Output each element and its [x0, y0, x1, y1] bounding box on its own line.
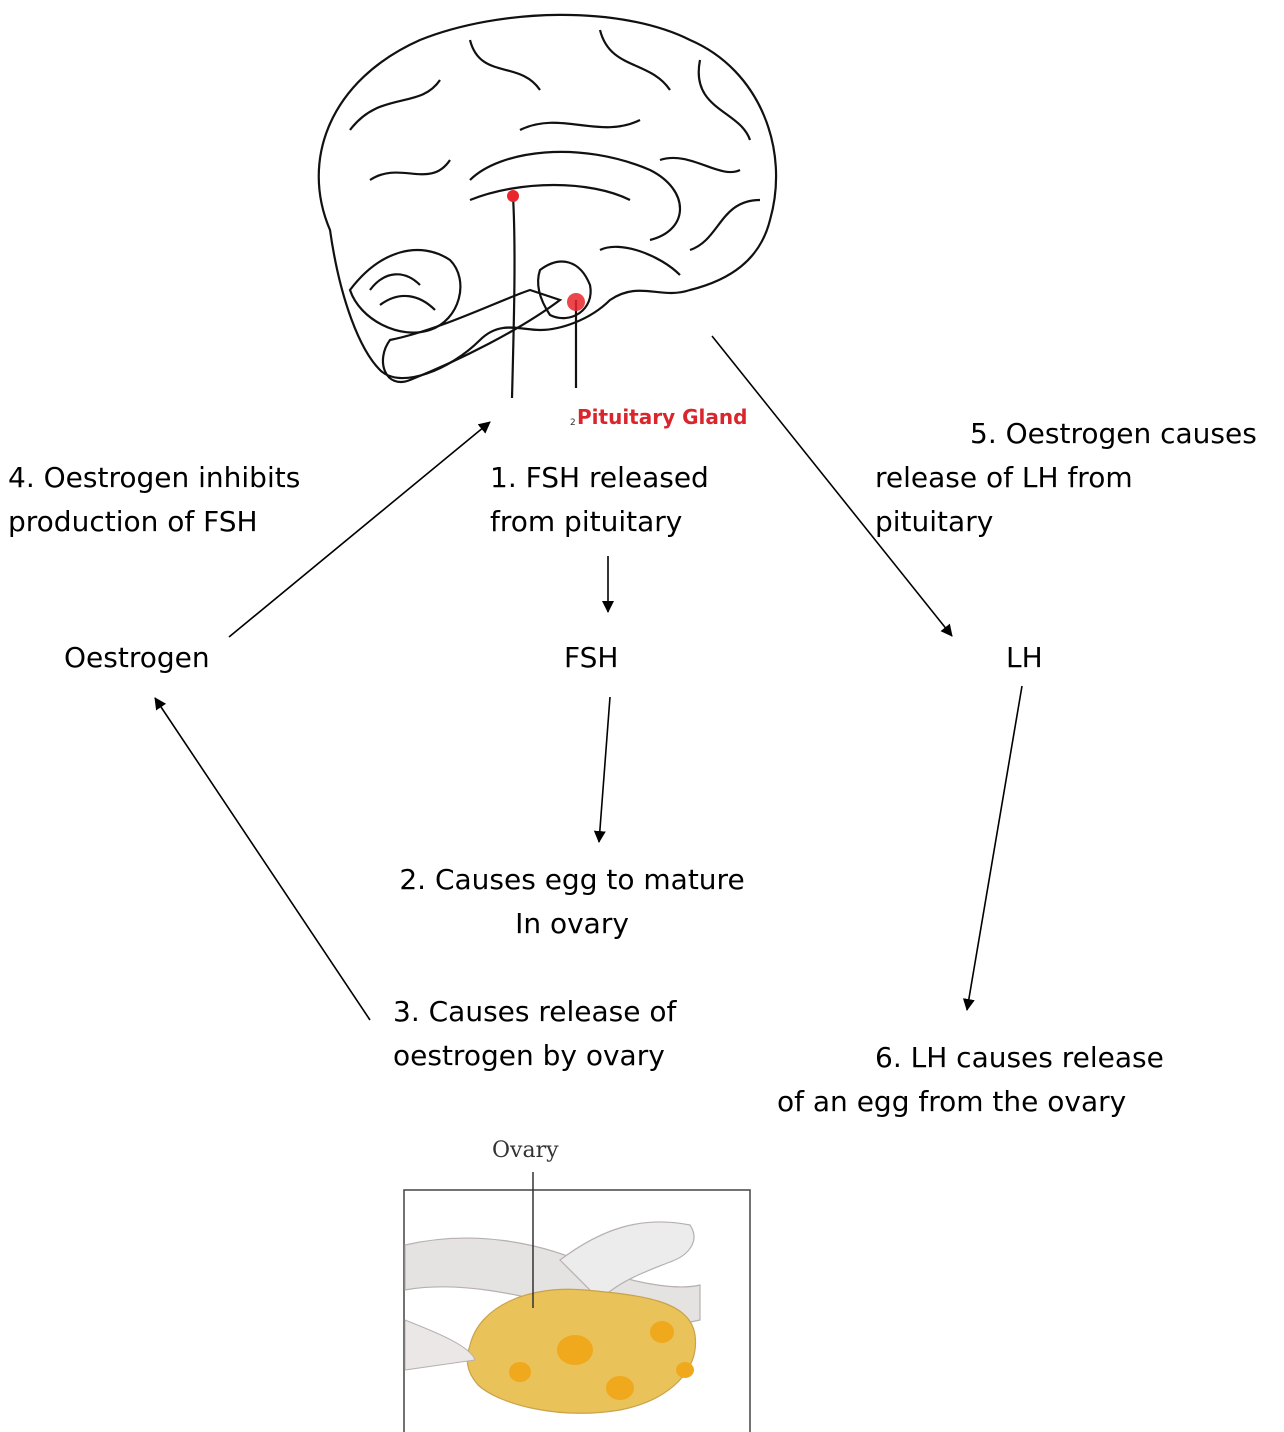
step4-line1: 4. Oestrogen inhibits — [8, 456, 300, 500]
step2-line1: 2. Causes egg to mature — [392, 858, 752, 902]
ovary-icon — [404, 1172, 750, 1432]
step6-label: 6. LH causes release of an egg from the … — [777, 1036, 1164, 1124]
step5-label: 5. Oestrogen causes release of LH from p… — [875, 412, 1257, 544]
step5-line3: pituitary — [875, 500, 1257, 544]
step3-line1: 3. Causes release of — [393, 990, 676, 1034]
step3-label: 3. Causes release of oestrogen by ovary — [393, 990, 676, 1078]
step6-line1: 6. LH causes release — [777, 1036, 1164, 1080]
step2-label: 2. Causes egg to mature In ovary — [392, 858, 752, 946]
step1-line1: 1. FSH released — [490, 456, 709, 500]
step5-line2: release of LH from — [875, 456, 1257, 500]
lh-node: LH — [1006, 636, 1043, 680]
step1-label: 1. FSH released from pituitary — [490, 456, 709, 544]
step4-line2: production of FSH — [8, 500, 300, 544]
step4-label: 4. Oestrogen inhibits production of FSH — [8, 456, 300, 544]
step5-line1: 5. Oestrogen causes — [875, 412, 1257, 456]
oestrogen-node: Oestrogen — [64, 636, 210, 680]
fsh-node: FSH — [564, 636, 618, 680]
step1-line2: from pituitary — [490, 500, 709, 544]
step3-line2: oestrogen by ovary — [393, 1034, 676, 1078]
step6-line2: of an egg from the ovary — [777, 1080, 1164, 1124]
step2-line2: In ovary — [392, 902, 752, 946]
